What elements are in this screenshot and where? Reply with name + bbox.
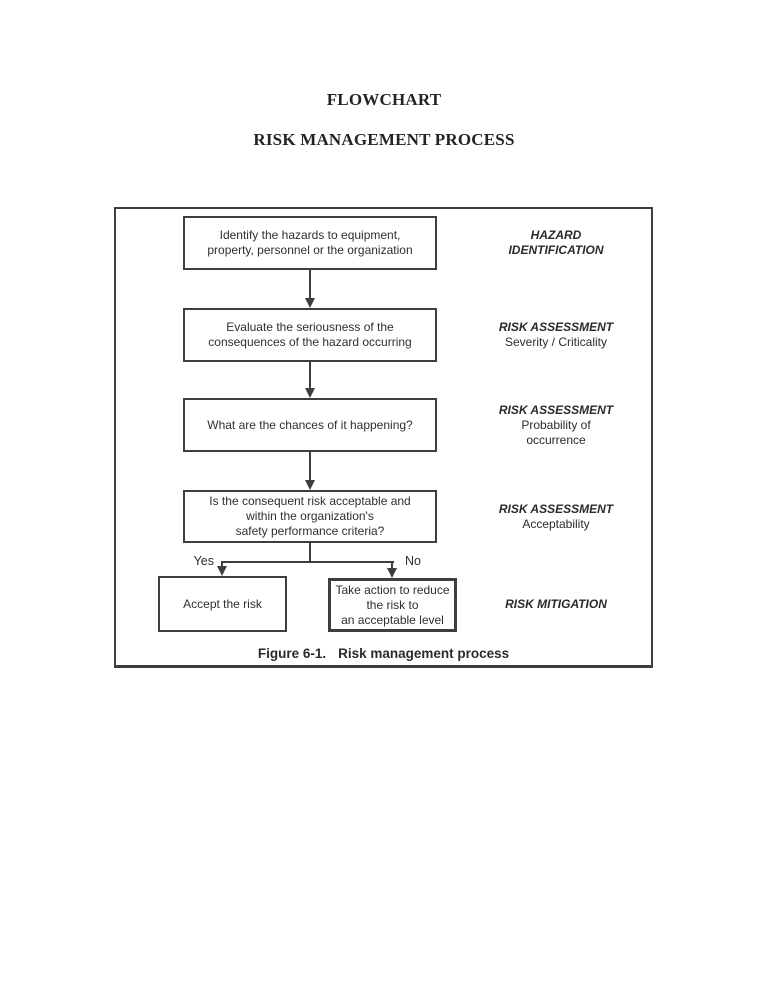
flow-box-accept-risk: Accept the risk [158,576,287,632]
stage-label-subtitle: Probability of occurrence [521,417,591,447]
branch-horizontal-line [221,561,394,563]
figure-caption: Figure 6-1. Risk management process [116,646,651,661]
figure-caption-text: Risk management process [338,646,510,661]
arrow-evaluate-to-chances [309,362,311,388]
flow-box-evaluate-seriousness: Evaluate the seriousness of the conseque… [183,308,437,362]
stage-label-title: RISK ASSESSMENT [498,501,614,516]
stage-label-title: RISK MITIGATION [505,596,607,611]
flow-box-risk-acceptable: Is the consequent risk acceptable and wi… [183,490,437,543]
figure-caption-number: Figure 6-1. [257,646,327,661]
arrowhead-down-icon [305,298,315,308]
branch-label-yes: Yes [193,554,214,568]
stage-label-risk-assessment-acceptability: RISK ASSESSMENT Acceptability [460,490,652,543]
stage-label-risk-mitigation: RISK MITIGATION [460,576,652,632]
branch-label-no: No [405,554,421,568]
branch-stem-line [309,543,311,563]
arrow-identify-to-evaluate [309,270,311,298]
page-title: FLOWCHART [326,90,442,109]
stage-label-subtitle: Severity / Criticality [504,335,608,349]
flowchart-frame: Identify the hazards to equipment, prope… [114,207,653,668]
page-subtitle: RISK MANAGEMENT PROCESS [253,130,515,149]
arrowhead-down-icon [217,566,227,576]
arrow-chances-to-acceptable [309,452,311,480]
arrowhead-down-icon [387,568,397,578]
stage-label-subtitle: Acceptability [522,516,590,531]
stage-label-risk-assessment-severity: RISK ASSESSMENT Severity / Criticality [460,308,652,362]
stage-label-hazard-identification: HAZARD IDENTIFICATION [460,216,652,270]
flow-box-chances: What are the chances of it happening? [183,398,437,452]
flow-box-identify-hazards: Identify the hazards to equipment, prope… [183,216,437,270]
flow-box-take-action: Take action to reduce the risk to an acc… [328,578,457,632]
branch-no-drop-line [391,563,393,569]
branch-yes-drop-line [221,563,223,567]
stage-label-title: RISK ASSESSMENT [498,320,614,334]
stage-label-title: RISK ASSESSMENT [498,402,614,417]
stage-label-title: HAZARD IDENTIFICATION [508,228,604,257]
stage-label-risk-assessment-probability: RISK ASSESSMENT Probability of occurrenc… [460,398,652,452]
arrowhead-down-icon [305,388,315,398]
arrowhead-down-icon [305,480,315,490]
